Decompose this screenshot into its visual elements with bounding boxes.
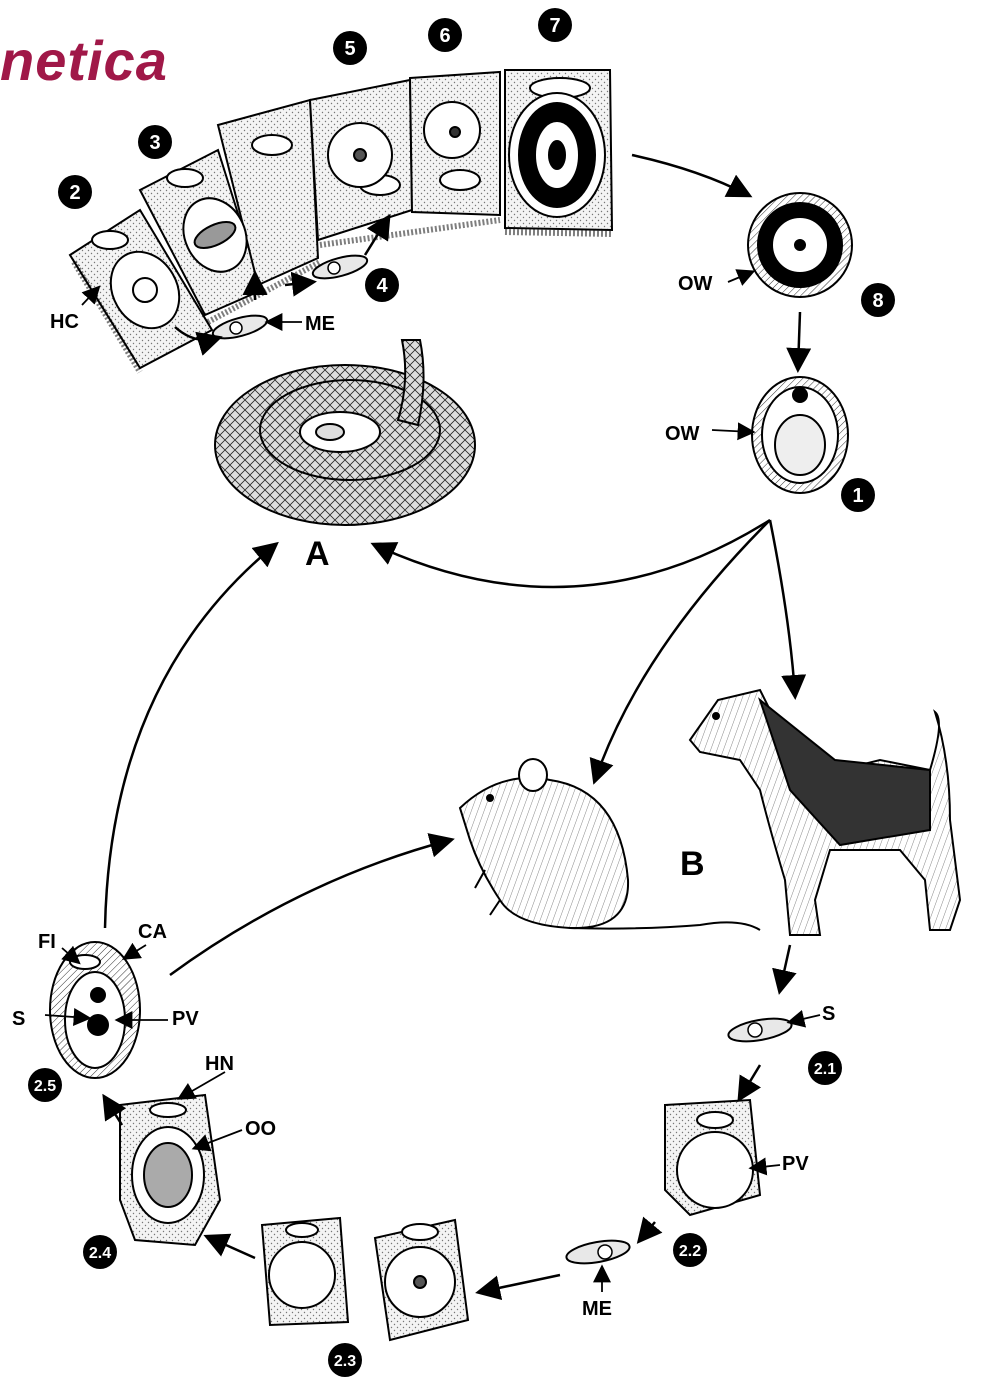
label-pv-2-2: PV bbox=[782, 1153, 809, 1175]
svg-text:2.2: 2.2 bbox=[679, 1243, 701, 1260]
label-s-2-5: S bbox=[12, 1008, 25, 1030]
label-fi: FI bbox=[38, 931, 56, 953]
svg-text:4: 4 bbox=[376, 275, 388, 297]
label-ow-1: OW bbox=[665, 423, 700, 445]
badge-stage-4: 4 bbox=[365, 268, 399, 302]
svg-text:1: 1 bbox=[852, 485, 863, 507]
label-hc: HC bbox=[50, 311, 79, 333]
label-pv-2-5: PV bbox=[172, 1008, 199, 1030]
label-oo: OO bbox=[245, 1118, 276, 1140]
snake-drawing bbox=[215, 340, 475, 525]
label-me-bottom: ME bbox=[582, 1298, 612, 1320]
svg-text:6: 6 bbox=[439, 25, 450, 47]
svg-text:7: 7 bbox=[549, 15, 560, 37]
badge-stage-2-3: 2.3 bbox=[328, 1343, 362, 1377]
svg-text:3: 3 bbox=[149, 132, 160, 154]
intermediate-host-cells bbox=[50, 942, 760, 1340]
oocyst-8 bbox=[748, 193, 852, 297]
svg-text:2: 2 bbox=[69, 182, 80, 204]
host-label-b: B bbox=[680, 845, 705, 883]
badge-stage-7: 7 bbox=[538, 8, 572, 42]
mouse-drawing bbox=[460, 759, 760, 930]
svg-text:2.1: 2.1 bbox=[814, 1061, 836, 1078]
badge-stage-2-1: 2.1 bbox=[808, 1051, 842, 1085]
badge-stage-8: 8 bbox=[861, 283, 895, 317]
svg-text:2.3: 2.3 bbox=[334, 1353, 356, 1370]
badge-stage-2-2: 2.2 bbox=[673, 1233, 707, 1267]
svg-text:8: 8 bbox=[872, 290, 883, 312]
badge-stage-2-4: 2.4 bbox=[83, 1235, 117, 1269]
label-ow-8: OW bbox=[678, 273, 713, 295]
label-ca: CA bbox=[138, 921, 167, 943]
svg-text:2.5: 2.5 bbox=[34, 1078, 56, 1095]
badge-stage-6: 6 bbox=[428, 18, 462, 52]
label-me-top: ME bbox=[305, 313, 335, 335]
badge-stage-1: 1 bbox=[841, 478, 875, 512]
svg-text:2.4: 2.4 bbox=[89, 1245, 111, 1262]
label-s-2-1: S bbox=[822, 1003, 835, 1025]
badge-stage-2-5: 2.5 bbox=[28, 1068, 62, 1102]
label-hn: HN bbox=[205, 1053, 234, 1075]
host-label-a: A bbox=[305, 535, 330, 573]
badge-stage-2: 2 bbox=[58, 175, 92, 209]
dog-drawing bbox=[690, 690, 960, 935]
svg-text:5: 5 bbox=[344, 38, 355, 60]
badge-stage-3: 3 bbox=[138, 125, 172, 159]
badge-stage-5: 5 bbox=[333, 31, 367, 65]
oocyst-1 bbox=[752, 377, 848, 493]
